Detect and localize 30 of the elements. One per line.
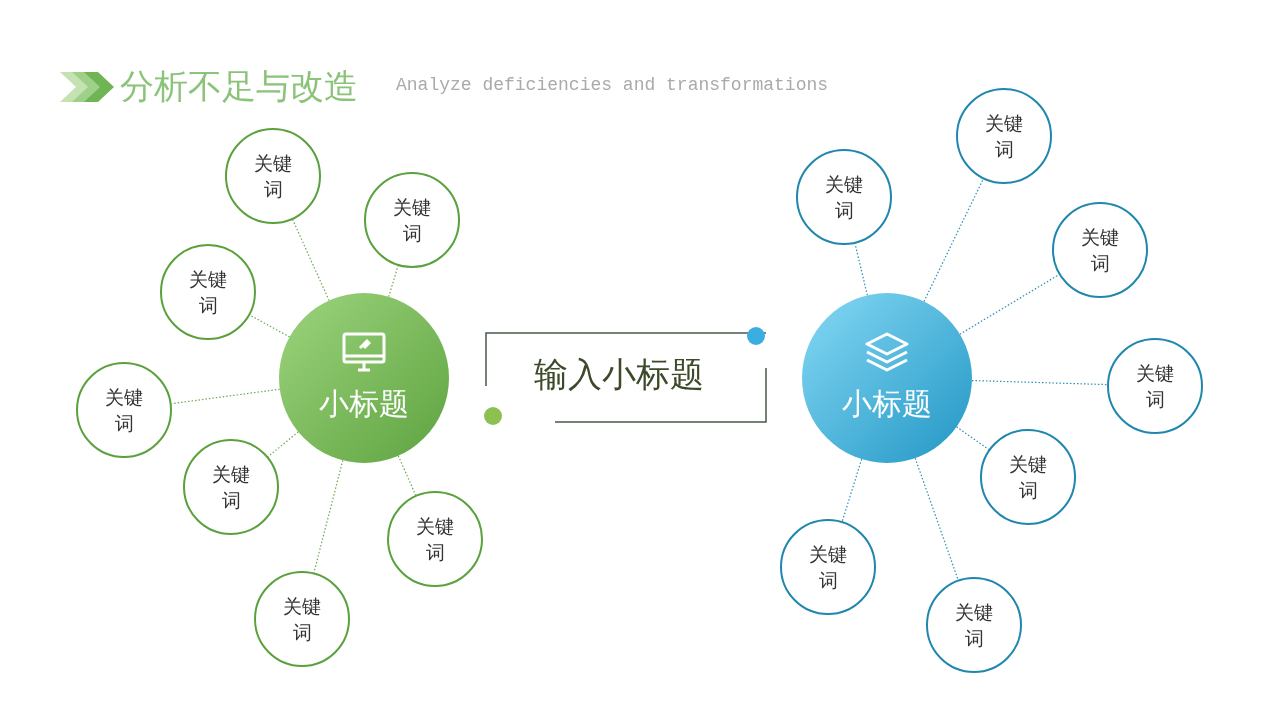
slide-title: 分析不足与改造 — [120, 65, 358, 108]
keyword-circle: 关键词 — [225, 128, 321, 224]
keyword-circle: 关键词 — [926, 577, 1022, 673]
connector-line — [923, 178, 984, 303]
connector-line — [292, 219, 330, 302]
topic-label: 小标题 — [842, 384, 932, 423]
keyword-circle: 关键词 — [364, 172, 460, 268]
connector-line — [249, 314, 291, 338]
keyword-circle: 关键词 — [76, 362, 172, 458]
connector-line — [267, 431, 299, 458]
keyword-circle: 关键词 — [387, 491, 483, 587]
keyword-circle: 关键词 — [956, 88, 1052, 184]
keyword-circle: 关键词 — [1052, 202, 1148, 298]
connector-line — [914, 457, 959, 581]
connector-line — [971, 379, 1108, 386]
subtitle: Analyze deficiencies and transformations — [396, 75, 829, 95]
topic-label: 小标题 — [319, 384, 409, 423]
connector-line — [171, 388, 281, 405]
keyword-circle: 关键词 — [780, 519, 876, 615]
connector-line — [854, 243, 868, 296]
keyword-circle: 关键词 — [183, 439, 279, 535]
center-heading: 输入小标题 — [534, 353, 704, 396]
connector-line — [959, 274, 1060, 335]
keyword-circle: 关键词 — [1107, 338, 1203, 434]
keyword-circle: 关键词 — [160, 244, 256, 340]
keyword-circle: 关键词 — [254, 571, 350, 667]
connector-line — [955, 426, 990, 451]
connector-line — [841, 458, 863, 522]
keyword-circle: 关键词 — [980, 429, 1076, 525]
keyword-circle: 关键词 — [796, 149, 892, 245]
